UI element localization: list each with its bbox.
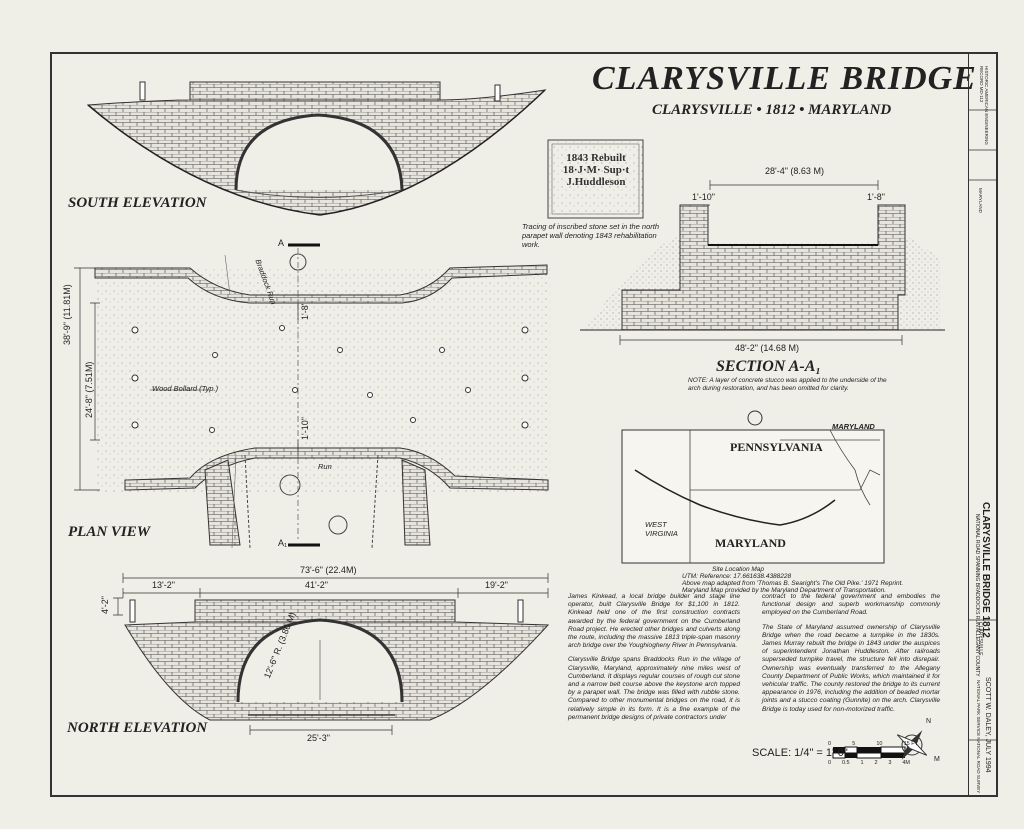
stone-inscription: 1843 Rebuilt 18·J·M· Sup·t J.Huddleson	[562, 152, 630, 188]
scale-tick: 0	[828, 760, 832, 766]
map-label-pennsylvania: PENNSYLVANIA	[730, 440, 823, 454]
plan-dim-mid: 1'-10"	[300, 417, 310, 440]
scale-tick: 10	[876, 741, 883, 747]
scale-tick: 4M	[902, 760, 910, 766]
description-paragraph: Clarysville Bridge spans Braddocks Run i…	[568, 656, 740, 721]
north-dim-right: 19'-2"	[485, 580, 508, 590]
title-block-delineator: SCOTT W. DALEY, JULY 1994	[984, 677, 991, 773]
scale-feet-ticks: 0 5 10 15 FT	[828, 741, 918, 747]
plan-dim-road: 24'-8" (7.51M)	[84, 361, 94, 418]
map-label-maryland-top: MARYLAND	[832, 422, 875, 431]
section-dim-right: 1'-8"	[867, 192, 885, 202]
north-elevation-drawing	[113, 573, 550, 735]
map-caption-title: Site Location Map	[712, 566, 765, 573]
scale-meter-ticks: 0 0.5 1 2 3 4M	[828, 760, 910, 766]
title-block-state: MARYLAND	[978, 188, 983, 213]
description-paragraph: contract to the federal government and e…	[762, 593, 940, 617]
description-column-2: contract to the federal government and e…	[762, 593, 940, 714]
inscribed-stone-drawing	[547, 139, 644, 219]
run-label: Run	[318, 462, 332, 471]
north-dim-total: 73'-6" (22.4M)	[300, 565, 357, 575]
scale-label: SCALE: 1/4" = 1'-0"	[752, 747, 848, 759]
map-caption-line: Maryland Map provided by the Maryland De…	[682, 587, 887, 594]
map-label-maryland: MARYLAND	[715, 536, 786, 550]
drawing-sheet-border	[50, 52, 998, 797]
scale-tick: 15 FT	[903, 741, 918, 747]
title-block: CLARYSVILLE BRIDGE 1812 NATIONAL ROAD SP…	[968, 52, 999, 797]
south-elevation-drawing	[86, 81, 547, 216]
map-label-west-virginia: WEST VIRGINIA	[645, 520, 678, 538]
site-location-map	[621, 410, 885, 564]
section-mark-bottom: A₁	[278, 538, 288, 548]
north-dim-mid: 41'-2"	[305, 580, 328, 590]
north-dim-height: 4'-2"	[100, 596, 110, 614]
scale-tick: 1	[860, 760, 864, 766]
section-dim-top: 28'-4" (8.63 M)	[765, 166, 824, 176]
scale-tick: 3	[888, 760, 892, 766]
scale-bar	[832, 746, 906, 759]
drawing-subtitle: CLARYSVILLE • 1812 • MARYLAND	[652, 102, 892, 118]
compass-label-m: M	[934, 756, 940, 763]
scale-tick: 2	[874, 760, 878, 766]
title-block-survey: HISTORIC AMERICAN ENGINEERING RECORD MD-…	[979, 66, 989, 145]
section-dim-left: 1'-10"	[692, 192, 715, 202]
description-column-1: James Kinkead, a local bridge builder an…	[568, 593, 740, 722]
section-note: NOTE: A layer of concrete stucco was app…	[688, 377, 887, 392]
section-drawing	[580, 180, 945, 345]
plan-view-label: PLAN VIEW	[68, 524, 151, 540]
scale-tick: 0	[828, 741, 832, 747]
scale-tick: 0.5	[841, 760, 850, 766]
plan-dim-total: 38'-9" (11.81M)	[62, 284, 72, 345]
north-elevation-label: NORTH ELEVATION	[67, 720, 208, 736]
north-arrow	[896, 730, 928, 760]
plan-view-drawing	[74, 243, 550, 549]
description-paragraph: The State of Maryland assumed ownership …	[762, 623, 940, 713]
section-label: SECTION A-A₁	[716, 358, 822, 375]
title-block-main: CLARYSVILLE BRIDGE 1812	[980, 502, 991, 638]
drawing-title: CLARYSVILLE BRIDGE	[592, 60, 977, 97]
map-caption-line: UTM: Reference: 17.661638.4388228	[682, 573, 792, 580]
description-paragraph: James Kinkead, a local bridge builder an…	[568, 593, 740, 650]
title-block-agency: NATIONAL PARK SERVICE NATIONAL ROAD SURV…	[976, 680, 981, 794]
title-block-location: CLARYSVILLE	[977, 622, 983, 656]
north-dim-left: 13'-2"	[152, 580, 175, 590]
map-caption-line: Above map adapted from 'Thomas B. Searig…	[682, 580, 904, 587]
wood-bollard-label: Wood Bollard (Typ.)	[152, 384, 219, 393]
south-elevation-label: SOUTH ELEVATION	[68, 195, 207, 211]
stone-caption: Tracing of inscribed stone set in the no…	[522, 222, 660, 249]
section-dim-bottom: 48'-2" (14.68 M)	[735, 343, 799, 353]
compass-label-n: N	[926, 718, 932, 725]
section-mark-top: A	[278, 238, 285, 248]
scale-tick: 5	[852, 741, 856, 747]
plan-dim-top: 1'-8"	[300, 302, 310, 320]
north-dim-span: 25'-3"	[307, 733, 330, 743]
map-caption: Site Location Map UTM: Reference: 17.661…	[682, 566, 903, 594]
